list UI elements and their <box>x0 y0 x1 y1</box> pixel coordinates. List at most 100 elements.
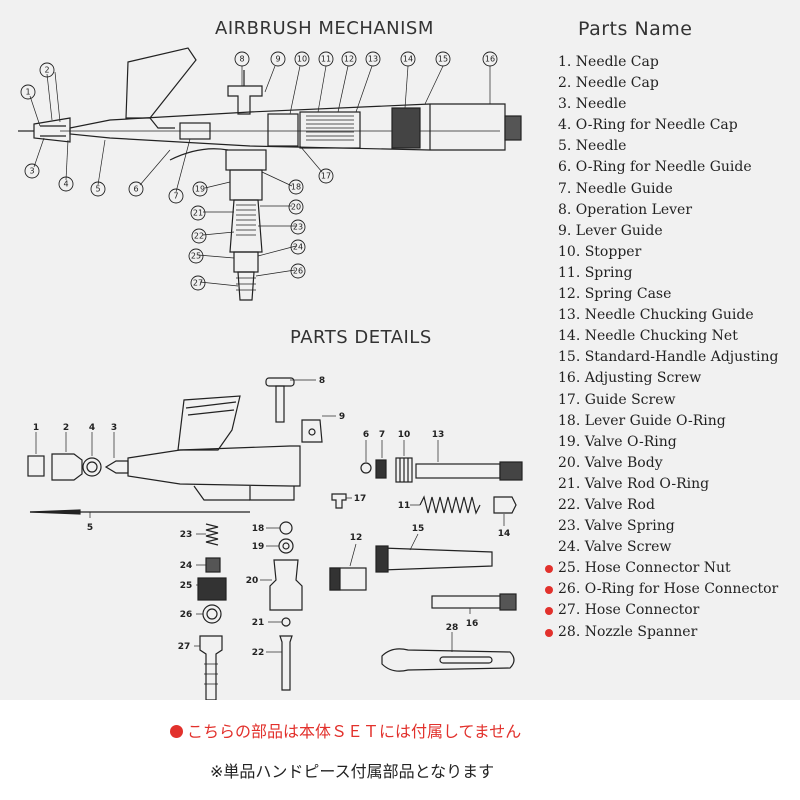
callout-25: 25 <box>188 248 204 264</box>
callout-23: 23 <box>290 219 306 235</box>
detail-nozzle-3 <box>104 460 129 474</box>
mechanism-paint-cup <box>125 47 197 119</box>
part-item: 17. Guide Screw <box>558 391 676 408</box>
svg-text:3: 3 <box>29 167 34 176</box>
part-item-not-included: 28. Nozzle Spanner <box>545 622 778 643</box>
callout-7: 7 <box>168 188 184 204</box>
detail-label-6: 6 <box>363 430 369 440</box>
svg-text:15: 15 <box>438 55 448 64</box>
svg-text:17: 17 <box>321 172 331 181</box>
svg-text:12: 12 <box>344 55 354 64</box>
callout-19: 19 <box>192 181 208 197</box>
callout-6: 6 <box>128 181 144 197</box>
detail-label-15: 15 <box>412 524 425 534</box>
detail-needle-chucking-guide-13 <box>415 463 501 479</box>
part-item: 13. Needle Chucking Guide <box>558 307 754 324</box>
detail-o-ring-26 <box>202 604 222 624</box>
detail-label-14: 14 <box>498 529 511 539</box>
callout-14: 14 <box>400 51 416 67</box>
svg-text:7: 7 <box>173 192 178 201</box>
detail-needle-cap-1 <box>27 455 45 477</box>
detail-o-ring-19 <box>278 538 294 554</box>
sold-separately-note: ※単品ハンドピース付属部品となります <box>210 762 495 781</box>
detail-label-5: 5 <box>87 523 93 533</box>
part-item: 7. Needle Guide <box>558 180 673 197</box>
svg-text:9: 9 <box>275 55 280 64</box>
detail-nozzle-spanner-28 <box>381 648 515 672</box>
part-item: 3. Needle <box>558 96 627 113</box>
callout-4: 4 <box>58 176 74 192</box>
callout-8: 8 <box>234 51 250 67</box>
detail-o-ring-6 <box>360 462 372 474</box>
part-item: 23. Valve Spring <box>558 518 675 535</box>
svg-text:16: 16 <box>485 55 495 64</box>
svg-text:22: 22 <box>194 232 204 241</box>
callout-3: 3 <box>24 163 40 179</box>
detail-label-18: 18 <box>252 524 265 534</box>
part-item: 24. Valve Screw <box>558 539 672 556</box>
detail-operation-lever-8 <box>265 377 295 387</box>
part-item-not-included: 26. O-Ring for Hose Connector <box>545 579 778 600</box>
detail-label-1: 1 <box>33 423 39 433</box>
detail-label-21: 21 <box>252 618 265 628</box>
svg-text:19: 19 <box>195 185 205 194</box>
part-item: 9. Lever Guide <box>558 222 663 239</box>
part-item: 8. Operation Lever <box>558 201 693 218</box>
svg-text:23: 23 <box>293 223 303 232</box>
detail-valve-body-20 <box>269 559 303 611</box>
svg-text:20: 20 <box>291 203 301 212</box>
part-item: 18. Lever Guide O-Ring <box>558 412 726 429</box>
detail-o-ring-18 <box>279 521 293 535</box>
svg-text:26: 26 <box>293 267 303 276</box>
detail-label-24: 24 <box>180 561 193 571</box>
details-title: PARTS DETAILS <box>290 327 432 348</box>
part-item: 16. Adjusting Screw <box>558 370 702 387</box>
part-item: 12. Spring Case <box>558 286 672 303</box>
part-item-not-included: 27. Hose Connector <box>545 600 778 621</box>
detail-label-26: 26 <box>180 610 193 620</box>
parts-name-title: Parts Name <box>578 18 693 40</box>
detail-hose-connector-27 <box>199 635 223 700</box>
detail-guide-screw-17 <box>331 493 347 509</box>
part-item: 21. Valve Rod O-Ring <box>558 475 710 492</box>
part-item: 6. O-Ring for Needle Guide <box>558 159 752 176</box>
detail-label-25: 25 <box>180 581 193 591</box>
part-item-not-included: 25. Hose Connector Nut <box>545 558 778 579</box>
callout-1: 1 <box>20 84 36 100</box>
detail-label-28: 28 <box>446 623 459 633</box>
callout-24: 24 <box>290 239 306 255</box>
callout-21: 21 <box>190 205 206 221</box>
callout-16: 16 <box>482 51 498 67</box>
part-item: 2. Needle Cap <box>558 75 659 92</box>
callout-10: 10 <box>294 51 310 67</box>
detail-label-2: 2 <box>63 423 69 433</box>
detail-labels: 1 2 4 3 5 8 9 6 7 10 13 17 11 14 23 18 1… <box>33 376 510 658</box>
airbrush-drawing: 1 2 3 4 5 6 7 8 9 10 11 12 13 14 15 16 1… <box>18 47 523 700</box>
red-dot-icon <box>170 725 183 738</box>
detail-valve-rod-o-ring-21 <box>281 617 291 627</box>
detail-hose-connector-nut-25 <box>197 577 227 601</box>
detail-label-9: 9 <box>339 412 345 422</box>
part-item: 11. Spring <box>558 264 633 281</box>
detail-label-3: 3 <box>111 423 117 433</box>
svg-text:25: 25 <box>191 252 201 261</box>
callout-18: 18 <box>288 179 304 195</box>
red-dot-icon <box>545 586 553 595</box>
detail-label-7: 7 <box>379 430 385 440</box>
detail-label-12: 12 <box>350 533 363 543</box>
callout-12: 12 <box>341 51 357 67</box>
detail-label-11: 11 <box>398 501 411 511</box>
detail-valve-screw-24 <box>205 557 221 573</box>
detail-paint-cup <box>177 395 241 451</box>
red-dot-icon <box>545 607 553 616</box>
callout-20: 20 <box>288 199 304 215</box>
part-item: 14. Needle Chucking Net <box>558 328 738 345</box>
svg-text:18: 18 <box>291 183 301 192</box>
svg-text:6: 6 <box>133 185 138 194</box>
detail-label-10: 10 <box>398 430 411 440</box>
detail-chucking-net-14 <box>493 496 517 514</box>
detail-label-22: 22 <box>252 648 265 658</box>
detail-label-23: 23 <box>180 530 193 540</box>
detail-needle-guide-7 <box>375 459 387 479</box>
svg-text:10: 10 <box>297 55 307 64</box>
